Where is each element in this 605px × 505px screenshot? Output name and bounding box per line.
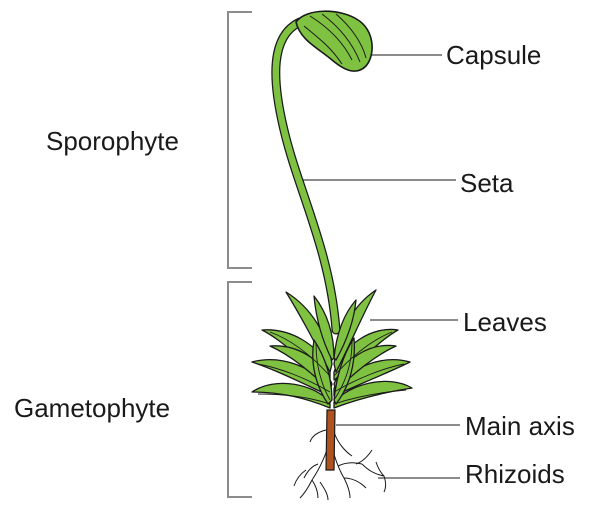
- capsule: [296, 11, 372, 71]
- rhizoids-label: Rhizoids: [465, 461, 565, 487]
- gametophyte-label: Gametophyte: [14, 395, 170, 421]
- seta: [276, 22, 336, 330]
- main-axis: [326, 410, 335, 470]
- sporophyte-label: Sporophyte: [46, 128, 179, 154]
- seta-label: Seta: [460, 170, 514, 196]
- gametophyte-bracket: [228, 282, 252, 497]
- main-axis-label: Main axis: [465, 413, 575, 439]
- leaves-label: Leaves: [463, 309, 547, 335]
- capsule-label: Capsule: [446, 42, 541, 68]
- sporophyte-bracket: [228, 12, 252, 268]
- rhizoids: [294, 430, 386, 500]
